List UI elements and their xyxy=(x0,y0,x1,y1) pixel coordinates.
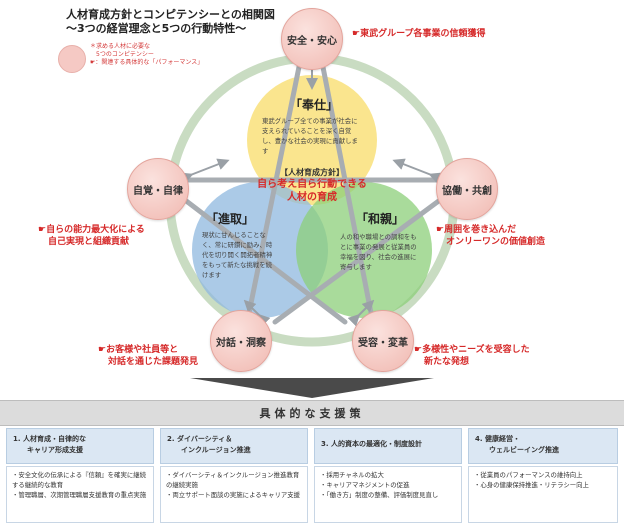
venn-hoshi-title: 「奉仕」 xyxy=(290,98,339,112)
arrow-top-bottomright xyxy=(319,59,375,321)
card-3-head-line-1: 3. 人的資本の最適化・制度設計 xyxy=(321,440,422,448)
venn-hoshi-text: 東武グループ全ての事業が社会に支えられていることを深く自覚し、豊かな社会の実現に… xyxy=(262,117,358,155)
note-bottom-left-line-2: 対話を通じた課題発見 xyxy=(108,357,199,367)
legend-line-3: ☛：関連する具体的な「パフォーマンス」 xyxy=(90,59,204,66)
card-1-item-2: ・管理職層、次期管理職層支援教育の重点実施 xyxy=(12,491,147,499)
card-4-head-line-1: 4. 健康経営・ xyxy=(475,435,520,443)
node-bottom-right-label: 受容・変革 xyxy=(358,337,408,349)
venn-shinshu-title: 「進取」 xyxy=(206,212,255,226)
arrow-right-bottomleft xyxy=(272,197,443,325)
node-jikaku-jiritsu: 自覚・自律 xyxy=(127,158,189,220)
card-4-item-2: ・心身の健康保持推進・リテラシー向上 xyxy=(474,481,589,489)
card-3-item-1: ・採用チャネルの拡大 xyxy=(320,471,384,479)
card-4-head: 4. 健康経営・ ウェルビーイング推進 xyxy=(468,428,618,464)
card-1-body: ・安全文化の伝承による『信頼』を確実に継続する継続的な教育 ・管理職層、次期管理… xyxy=(6,466,154,523)
card-4-head-line-2: ウェルビーイング推進 xyxy=(489,446,559,454)
venn-shinshu-text: 現状に甘んじることなく、常に研鑽に励み、時代を切り開く開拓者精神をもって新たな挑… xyxy=(202,231,273,279)
venn-washin-title: 「和親」 xyxy=(356,212,405,226)
card-1-item-1: ・安全文化の伝承による『信頼』を確実に継続する継続的な教育 xyxy=(12,471,147,489)
page-title: 人材育成方針とコンピテンシーとの相関図 ～3つの経営理念と5つの行動特性～ xyxy=(66,8,275,36)
node-kyodo-kyoso: 協働・共創 xyxy=(436,158,498,220)
note-left: ☛自らの能力最大化による 自己実現と組織貢献 xyxy=(38,224,145,248)
legend-circle-icon xyxy=(58,45,86,73)
card-2-item-1: ・ダイバーシティ＆インクルージョン推進教育の継続実施 xyxy=(166,471,300,489)
card-1-head-line-2: キャリア形成支援 xyxy=(27,446,83,454)
card-2-item-2: ・両立サポート面談の実施によるキャリア支援 xyxy=(166,491,301,499)
note-top: ☛東武グループ各事業の信頼獲得 xyxy=(352,29,486,39)
card-3-body: ・採用チャネルの拡大 ・キャリアマネジメントの促進 ・「働き方」制度の整備、評価… xyxy=(314,466,462,523)
node-top-label: 安全・安心 xyxy=(287,35,337,47)
hr-policy: 【人材育成方針】 自ら考え自ら行動できる 人材の育成 xyxy=(232,168,392,204)
card-3-item-2: ・キャリアマネジメントの促進 xyxy=(320,481,410,489)
correlation-diagram xyxy=(165,53,459,398)
node-left-label: 自覚・自律 xyxy=(133,185,183,197)
note-right-line-1: ☛周囲を巻き込んだ xyxy=(436,225,517,235)
node-juyo-henkaku: 受容・変革 xyxy=(352,310,414,372)
note-left-line-2: 自己実現と組織貢献 xyxy=(48,237,130,247)
support-measures-banner: 具体的な支援策 xyxy=(0,400,624,426)
note-bottom-right-line-1: ☛多様性やニーズを受容した xyxy=(414,345,530,355)
node-anzen-anshin: 安全・安心 xyxy=(281,8,343,70)
note-bottom-left: ☛お客様や社員等と 対話を通じた課題発見 xyxy=(98,344,198,368)
note-right: ☛周囲を巻き込んだ オンリーワンの価値創造 xyxy=(436,224,545,248)
card-2-head-line-2: インクルージョン推進 xyxy=(181,446,251,454)
node-right-label: 協働・共創 xyxy=(442,185,492,197)
note-right-line-2: オンリーワンの価値創造 xyxy=(446,237,546,247)
note-bottom-right: ☛多様性やニーズを受容した 新たな発想 xyxy=(414,344,530,368)
title-line-1: 人材育成方針とコンピテンシーとの相関図 xyxy=(66,8,275,21)
legend-line-2: 5つのコンピテンシー xyxy=(96,51,154,58)
card-2-body: ・ダイバーシティ＆インクルージョン推進教育の継続実施 ・両立サポート面談の実施に… xyxy=(160,466,308,523)
legend: ＊求める人材に必要な 5つのコンピテンシー ☛：関連する具体的な「パフォーマンス… xyxy=(90,43,203,67)
card-1-head: 1. 人材育成・自律的な キャリア形成支援 xyxy=(6,428,154,464)
arrow-left-bottomright xyxy=(182,197,348,325)
card-3-item-3: ・「働き方」制度の整備、評価制度見直し xyxy=(320,491,439,499)
hr-policy-label: 【人材育成方針】 xyxy=(280,168,344,177)
note-bottom-right-line-2: 新たな発想 xyxy=(424,357,470,367)
card-2-head: 2. ダイバーシティ＆ インクルージョン推進 xyxy=(160,428,308,464)
connector-right xyxy=(392,158,442,184)
note-left-line-1: ☛自らの能力最大化による xyxy=(38,225,145,235)
hr-policy-line-1: 自ら考え自ら行動できる xyxy=(257,179,367,190)
hr-policy-line-2: 人材の育成 xyxy=(287,192,337,203)
connector-left xyxy=(180,158,230,184)
card-4-body: ・従業員のパフォーマンスの維持向上 ・心身の健康保持推進・リテラシー向上 xyxy=(468,466,618,523)
venn-washin-text: 人の和や職場との調和をもとに事業の発展と従業員の幸福を図り、社会の進展に寄与しま… xyxy=(340,233,417,271)
connector-bottom-right xyxy=(347,299,375,327)
card-2-head-line-1: 2. ダイバーシティ＆ xyxy=(167,435,233,443)
note-bottom-left-line-1: ☛お客様や社員等と xyxy=(98,345,179,355)
node-taiwa-dosatsu: 対話・洞察 xyxy=(210,310,272,372)
arrow-top-bottomleft xyxy=(245,59,303,321)
card-4-item-1: ・従業員のパフォーマンスの維持向上 xyxy=(474,471,583,479)
down-arrow xyxy=(190,378,434,398)
card-1-head-line-1: 1. 人材育成・自律的な xyxy=(13,435,86,443)
title-line-2: ～3つの経営理念と5つの行動特性～ xyxy=(66,22,247,35)
star-arrows xyxy=(182,59,443,325)
card-3-head: 3. 人的資本の最適化・制度設計 xyxy=(314,428,462,464)
node-bottom-left-label: 対話・洞察 xyxy=(216,337,266,349)
legend-line-1: ＊求める人材に必要な xyxy=(90,43,151,50)
